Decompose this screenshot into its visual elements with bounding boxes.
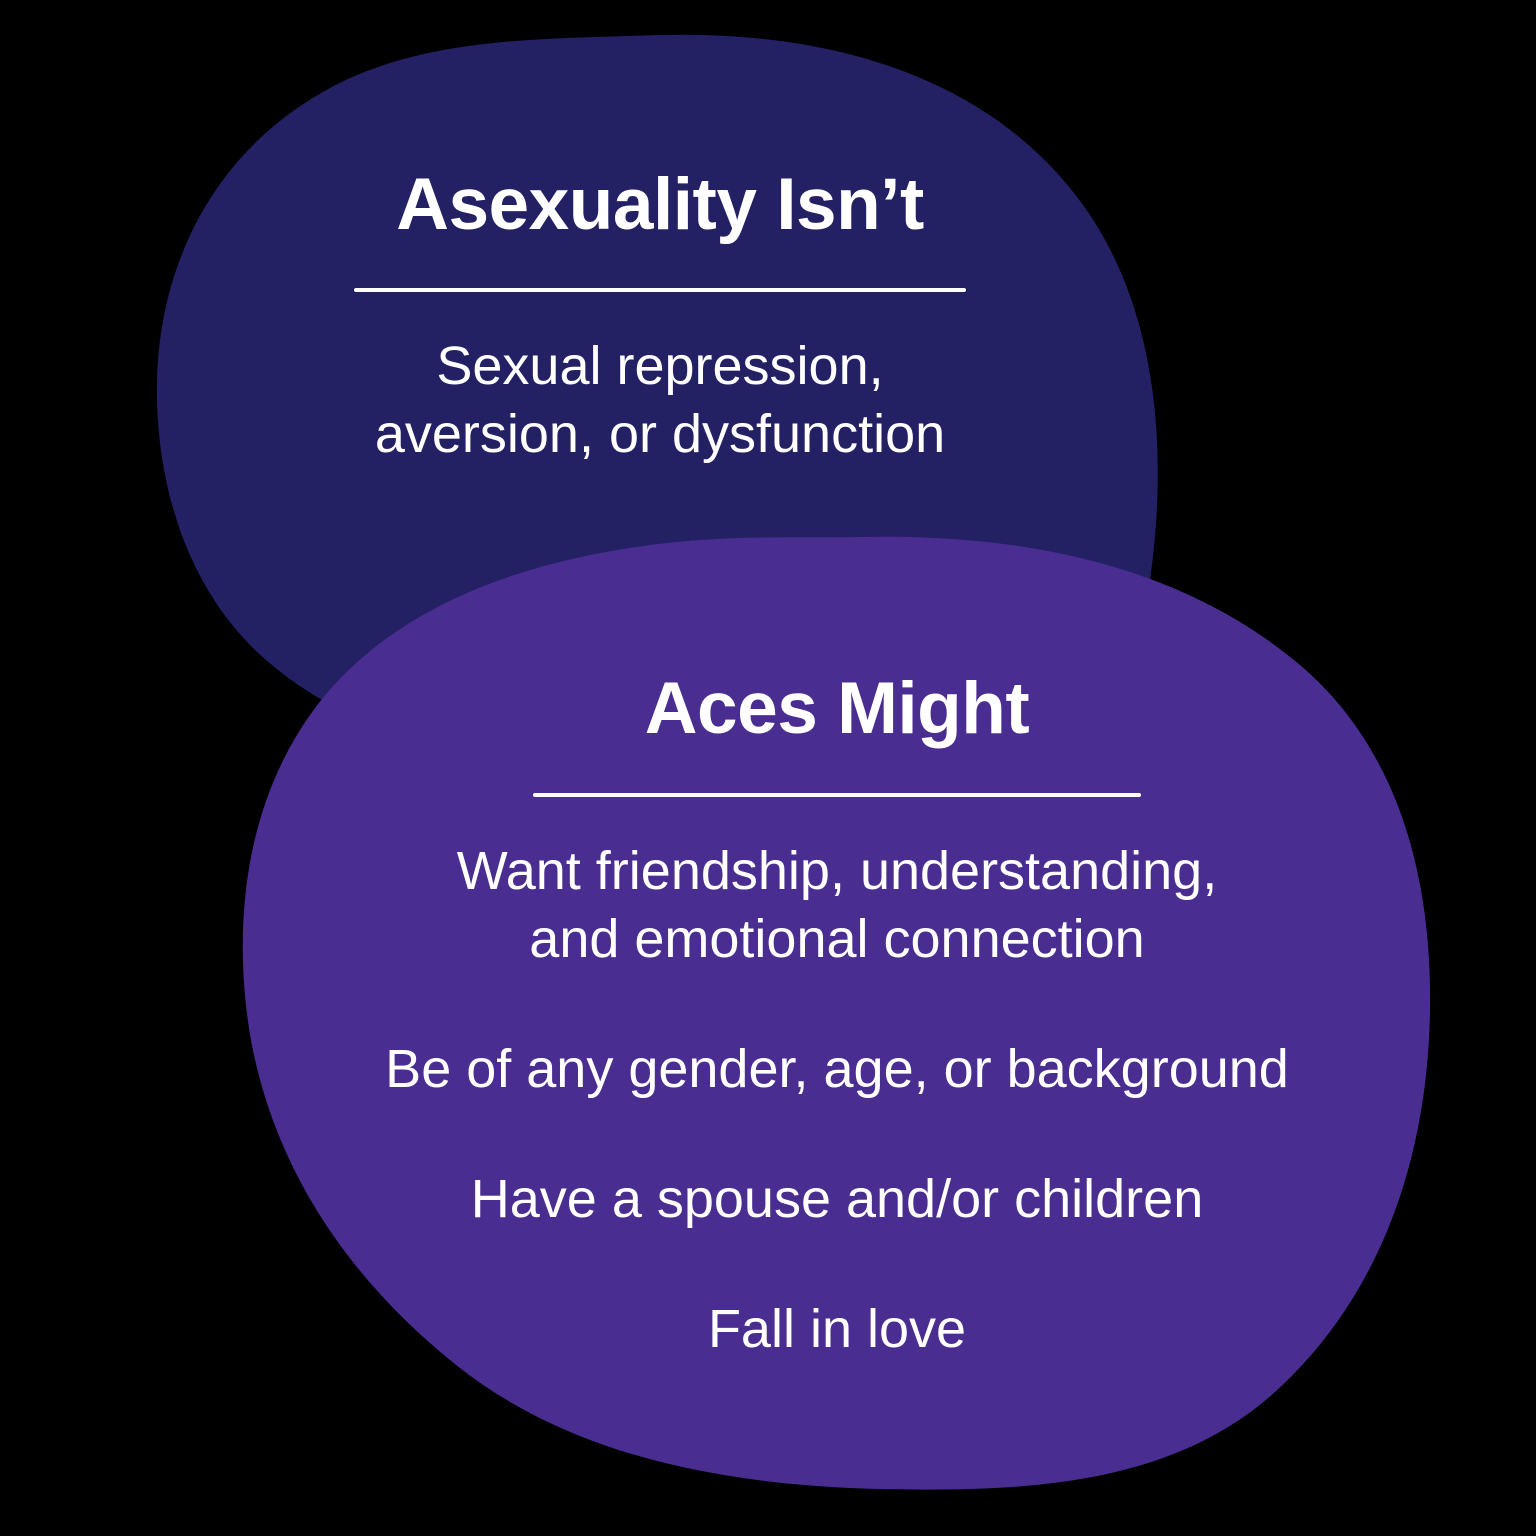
panel-line: Want friendship, understanding, and emot… <box>456 841 1218 969</box>
panel-title-asexuality-isnt: Asexuality Isn’t <box>396 164 924 245</box>
panel-divider-asexuality-isnt <box>354 288 966 292</box>
panel-body-aces-might: Want friendship, understanding, and emot… <box>242 837 1432 1363</box>
panel-title-aces-might: Aces Might <box>644 668 1030 749</box>
panel-line: Have a spouse and/or children <box>470 1169 1204 1229</box>
panel-body-asexuality-isnt: Sexual repression, aversion, or dysfunct… <box>155 332 1165 468</box>
panel-line: Fall in love <box>707 1299 967 1359</box>
panel-line: Sexual repression, aversion, or dysfunct… <box>374 336 946 464</box>
panel-line: Be of any gender, age, or background <box>385 1039 1289 1099</box>
panel-aces-might: Aces Might Want friendship, understandin… <box>242 672 1432 1363</box>
panel-divider-aces-might <box>533 793 1141 797</box>
aces-might-blob <box>242 536 1431 1490</box>
panel-asexuality-isnt: Asexuality Isn’t Sexual repression, aver… <box>155 168 1165 468</box>
